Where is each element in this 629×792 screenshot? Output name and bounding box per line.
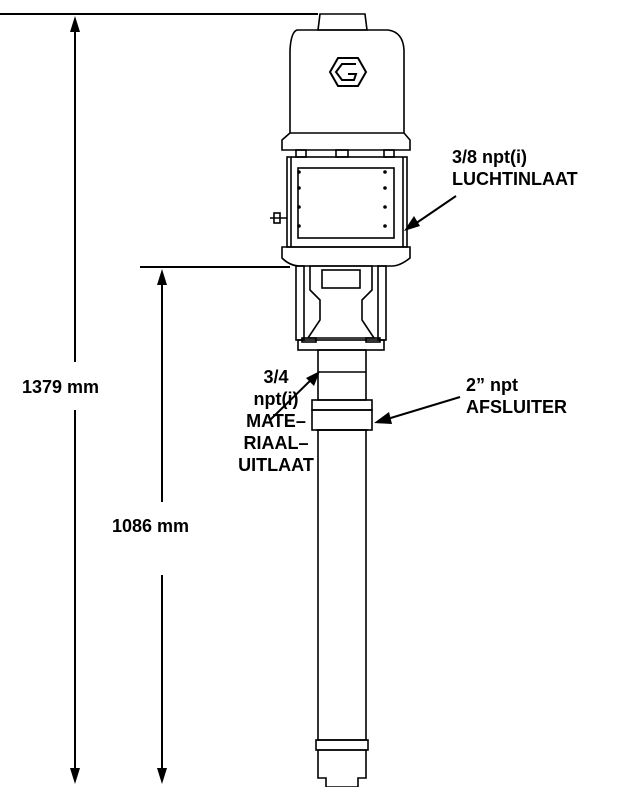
air-inlet-leader — [411, 195, 457, 227]
coupling — [306, 265, 376, 339]
pump-illustration — [270, 13, 411, 788]
shutoff-valve-callout: 2” npt AFSLUITER — [466, 375, 567, 417]
frame-panel — [297, 167, 395, 239]
foot-valve-collar — [315, 739, 369, 751]
tie-rod-right — [377, 265, 387, 341]
arrow-icon — [404, 216, 420, 231]
overall-height-label: 1379 mm — [22, 377, 100, 397]
air-motor-housing — [281, 29, 411, 151]
motor-frame — [286, 156, 408, 248]
fluid-outlet-callout: 3/4 npt(i) MATE– RIAAL– UITLAAT — [238, 367, 314, 475]
shutoff-valve-leader — [383, 396, 461, 421]
frame-bolts — [297, 170, 387, 228]
overall-height-dimension — [0, 13, 318, 784]
tie-rod-left — [295, 265, 305, 341]
outlet-height-dimension — [140, 266, 290, 784]
foot-valve — [317, 749, 367, 788]
air-inlet-fitting — [270, 212, 287, 224]
pump-tube — [317, 429, 367, 741]
arrow-up-icon — [157, 269, 167, 285]
pump-top-cap — [317, 13, 368, 31]
callout-leaders — [269, 195, 461, 424]
arrow-up-icon — [70, 16, 80, 32]
arrow-down-icon — [157, 768, 167, 784]
arrow-icon — [374, 412, 392, 424]
air-inlet-callout: 3/8 npt(i) LUCHTINLAAT — [452, 147, 578, 189]
fluid-outlet-leader — [269, 375, 316, 421]
arrow-icon — [306, 371, 320, 386]
motor-base-plate — [281, 246, 411, 267]
arrow-down-icon — [70, 768, 80, 784]
graco-logo-icon — [328, 57, 368, 87]
outlet-height-label: 1086 mm — [112, 516, 190, 536]
outlet-housing — [317, 349, 367, 401]
